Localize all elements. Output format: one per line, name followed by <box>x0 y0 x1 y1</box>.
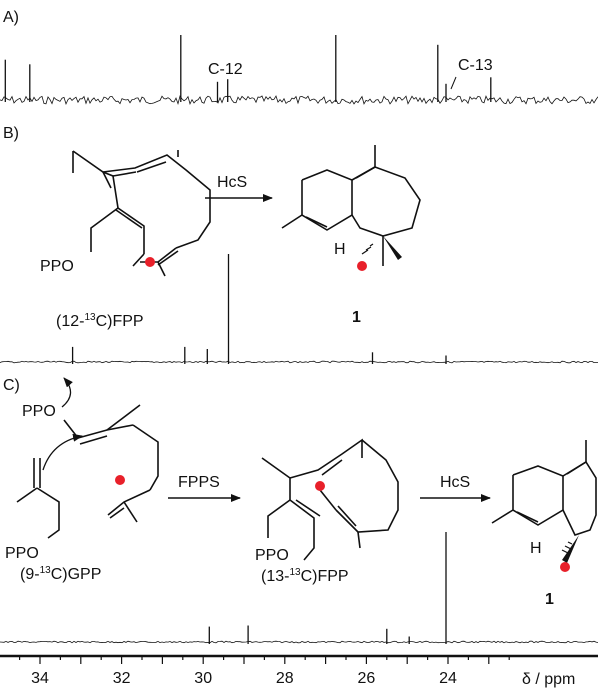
product-1-number-b: 1 <box>352 309 361 326</box>
product-1-number-c: 1 <box>545 591 554 608</box>
annotation-c13-leader <box>450 76 457 90</box>
ppm-axis-label: δ / ppm <box>522 671 575 688</box>
fpp-12c-ppo: PPO <box>40 258 74 275</box>
enzyme-b-hcs: HcS <box>217 174 247 191</box>
spectrum-c-peaks <box>208 532 447 644</box>
panel-a-label: A) <box>3 9 19 26</box>
gpp-9c-structure <box>16 404 159 539</box>
hash-bond-b <box>361 243 374 255</box>
spectrum-c-baseline <box>0 640 598 644</box>
label-dot-c-gpp <box>115 475 125 485</box>
ppm-axis-ticks <box>19 656 510 664</box>
product-1-structure-c <box>491 440 597 536</box>
label-dot-b-product <box>357 261 367 271</box>
axis-tick-label-2: 30 <box>194 670 212 687</box>
axis-tick-label-1: 32 <box>113 670 131 687</box>
ppm-axis-tick-labels: 34 32 30 28 26 24 <box>31 670 457 687</box>
panel-b-label: B) <box>3 125 19 142</box>
product-1-h-b: H <box>334 241 346 258</box>
fpp-13c-name: (13-13C)FPP <box>261 567 349 585</box>
donor-ppo: PPO <box>22 403 56 420</box>
label-dot-c-product <box>560 562 570 572</box>
fpp-13c-structure <box>261 438 399 561</box>
fpp-13c-ppo: PPO <box>255 547 289 564</box>
spectrum-a-peaks <box>4 35 492 102</box>
spectrum-b-baseline <box>0 360 598 364</box>
curly-arrow-attack <box>42 433 83 471</box>
annotation-c13: C-13 <box>458 57 493 74</box>
fpp-12c-structure <box>72 150 211 277</box>
product-1-h-c: H <box>530 540 542 557</box>
axis-tick-label-5: 24 <box>439 670 457 687</box>
axis-tick-label-0: 34 <box>31 670 49 687</box>
gpp-9c-name: (9-13C)GPP <box>20 565 101 583</box>
label-dot-b-substrate <box>145 257 155 267</box>
axis-tick-label-4: 26 <box>358 670 376 687</box>
enzyme-c-hcs: HcS <box>440 474 470 491</box>
fpp-12c-name: (12-13C)FPP <box>56 312 144 330</box>
enzyme-c-fpps: FPPS <box>178 474 220 491</box>
annotation-c12: C-12 <box>208 61 243 78</box>
spectrum-a-baseline <box>0 95 598 106</box>
wedge-methyl-b <box>383 236 402 260</box>
spectrum-b-peaks <box>71 254 447 364</box>
panel-c-label: C) <box>3 377 20 394</box>
product-1-structure-b <box>281 145 421 266</box>
axis-tick-label-3: 28 <box>276 670 294 687</box>
curly-arrow-leaving <box>61 377 73 408</box>
hash-bond-c <box>561 541 573 555</box>
gpp-ppo: PPO <box>5 545 39 562</box>
label-dot-c-fpp <box>315 481 325 491</box>
